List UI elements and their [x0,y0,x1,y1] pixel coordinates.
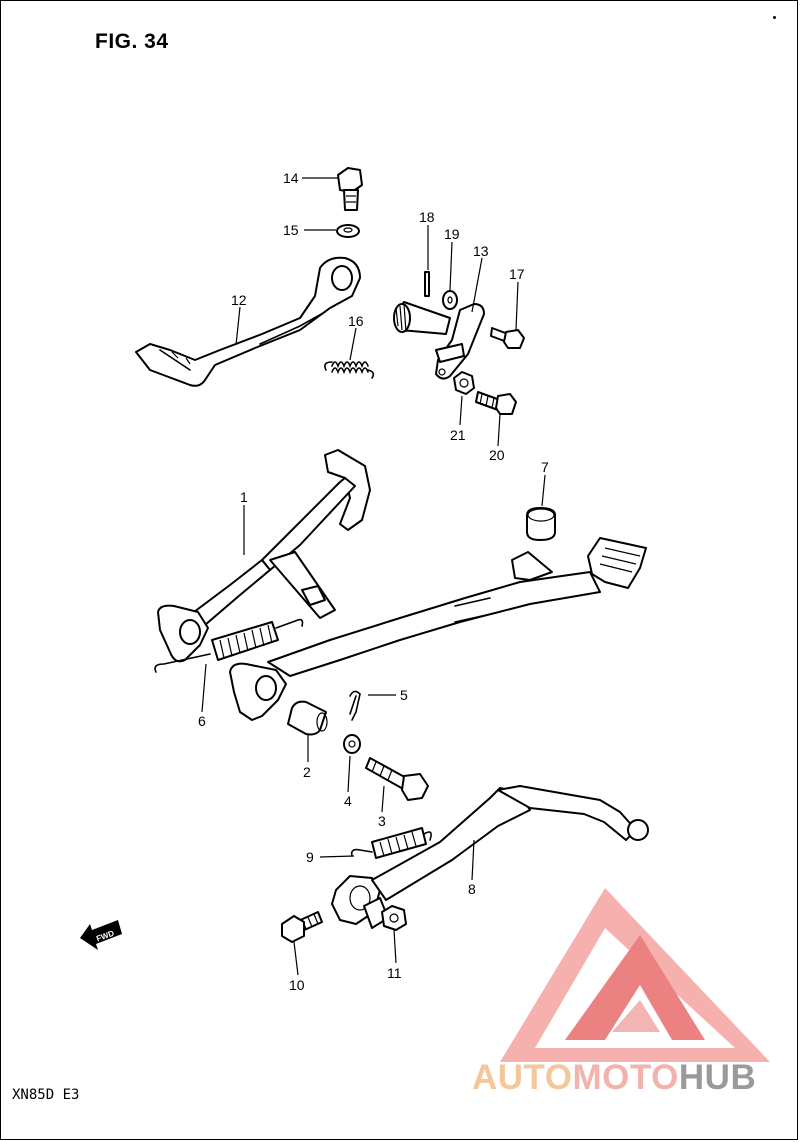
callout-7: 7 [541,459,549,475]
callout-15: 15 [283,222,299,238]
leader-lines [201,177,546,976]
callout-10: 10 [289,977,305,993]
callout-labels: 14 15 12 16 18 19 13 17 21 20 1 7 6 5 2 … [198,170,549,993]
callout-19: 19 [444,226,460,242]
part-17-bolt [490,327,525,349]
part-4-washer [343,734,361,754]
part-7-stopper [526,507,556,541]
brand-wordmark: AUTOMOTOHUB [472,1058,756,1098]
callout-11: 11 [387,965,402,981]
callout-14: 14 [283,170,299,186]
callout-12: 12 [231,292,247,308]
brand-part-2: MOTO [572,1058,679,1097]
fwd-arrow-icon: FWD [80,920,122,950]
callout-18: 18 [419,209,435,225]
part-14-bolt [337,167,363,211]
callout-13: 13 [473,243,489,259]
callout-5: 5 [400,687,408,703]
callout-2: 2 [303,764,311,780]
callout-21: 21 [450,427,466,443]
callout-1: 1 [240,489,248,505]
callout-6: 6 [198,713,206,729]
part-6-spring [154,618,304,673]
figure-title: FIG. 34 [95,30,169,53]
part-12-brake-pedal [135,256,361,387]
part-18-pin [424,271,430,297]
brand-logo-icon [500,888,770,1062]
corner-mark [773,16,776,19]
model-code: XN85D E3 [12,1087,80,1103]
callout-16: 16 [348,313,364,329]
part-11-nut [381,905,407,931]
part-15-washer [336,224,360,238]
part-21-nut [453,371,475,395]
part-8-side-stand [331,785,649,929]
brand-part-1: AUTO [472,1058,573,1097]
brand-part-3: HUB [678,1058,757,1097]
part-16-spring [324,361,375,379]
part-20-bolt [475,391,517,415]
part-10-bolt [281,911,323,943]
part-5-cotter-pin [349,690,361,721]
callout-9: 9 [306,849,314,865]
part-2-collar [287,700,328,736]
callout-20: 20 [489,447,505,463]
callout-3: 3 [378,813,386,829]
part-9-spring [350,827,432,859]
part-19-washer [442,290,458,310]
part-13-brake-arm [393,301,485,380]
callout-8: 8 [468,881,476,897]
part-3-bolt [365,757,429,801]
callout-17: 17 [509,266,525,282]
callout-4: 4 [344,793,352,809]
part-1-main-stand [157,449,647,721]
